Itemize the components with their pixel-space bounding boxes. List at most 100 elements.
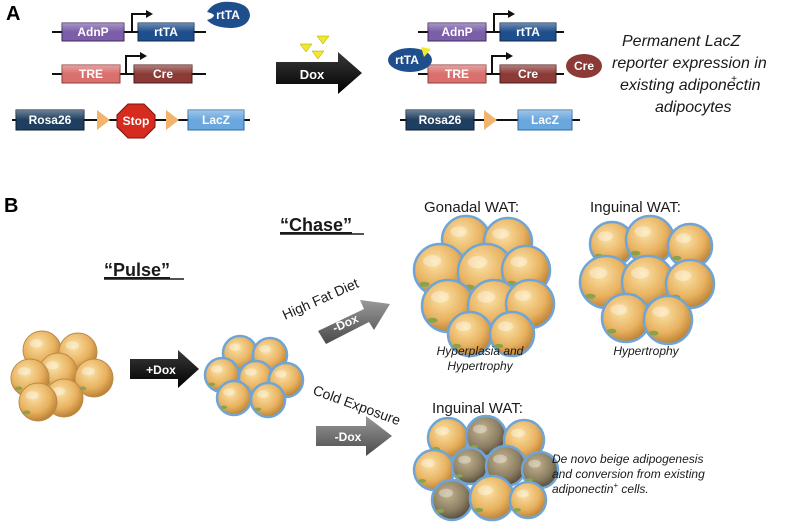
- loxp-triangle-icon: [166, 110, 179, 130]
- beige-caption-line-3b: cells.: [618, 482, 649, 496]
- cell-nucleus: [585, 293, 596, 299]
- adipocyte-cell: [600, 292, 652, 344]
- cell-highlight: [497, 321, 514, 332]
- lacz-label: LacZ: [202, 113, 230, 127]
- chase-heading: “Chase”: [280, 215, 352, 235]
- cre-protein-label: Cre: [574, 59, 594, 73]
- adnp-label: AdnP: [77, 25, 108, 39]
- tre-label: TRE: [79, 67, 103, 81]
- cell-highlight: [17, 367, 31, 376]
- beige-caption: De novo beige adipogenesis and conversio…: [552, 452, 705, 496]
- adipocyte-cell: [18, 382, 58, 422]
- cell-highlight: [597, 231, 614, 242]
- result-line-2: reporter expression in: [612, 55, 767, 72]
- cell-highlight: [675, 233, 692, 244]
- inguinal-wat-title-hfd: Inguinal WAT:: [590, 199, 681, 216]
- gonadal-caption-line-2: Hypertrophy: [447, 359, 513, 373]
- cell-nucleus: [22, 410, 31, 415]
- construct-adnp-rtta-after: AdnP rtTA: [418, 10, 564, 42]
- cell-nucleus: [452, 343, 462, 349]
- construct-tre-cre-after: TRE Cre: [418, 52, 564, 84]
- cell-highlight: [674, 270, 692, 281]
- dox-arrow: Dox: [276, 52, 362, 94]
- result-line-3: existing adiponectin: [620, 77, 761, 94]
- panel-a-letter: A: [6, 3, 20, 25]
- rtta-label: rtTA: [154, 25, 178, 39]
- cell-highlight: [274, 370, 287, 378]
- cell-highlight: [455, 321, 472, 332]
- beige-caption-line-3: adiponectin+ cells.: [552, 481, 649, 496]
- cold-exposure-arrow: -Dox: [316, 416, 392, 456]
- cell-nucleus: [455, 474, 463, 478]
- cell-nucleus: [606, 328, 617, 334]
- cell-nucleus: [648, 330, 659, 336]
- cell-highlight: [477, 485, 494, 496]
- result-line-1: Permanent LacZ: [622, 33, 742, 50]
- rtta-protein-before: rtTA: [207, 1, 250, 28]
- panel-a-result-text: Permanent LacZ reporter expression in ex…: [612, 33, 767, 116]
- cell-highlight: [258, 345, 271, 353]
- cell-highlight: [423, 255, 442, 267]
- cell-highlight: [65, 341, 79, 350]
- cell-nucleus: [419, 281, 430, 287]
- stop-octagon-icon: [116, 103, 156, 139]
- gonadal-wat-cluster: [412, 214, 556, 358]
- construct-rosa26-stop-lacz-before: Rosa26 Stop LacZ: [12, 103, 250, 139]
- cell-nucleus: [208, 382, 216, 387]
- cell-nucleus: [630, 250, 641, 256]
- cell-nucleus: [254, 407, 262, 412]
- cre-label-after: Cre: [518, 67, 538, 81]
- construct-adnp-rtta-before: AdnP rtTA: [52, 10, 206, 42]
- inguinal-wat-cluster-hfd: [578, 214, 716, 346]
- rosa26-label-after: Rosa26: [419, 113, 462, 127]
- cell-highlight: [222, 388, 235, 396]
- adipocyte-cell: [468, 474, 516, 522]
- panel-b-letter: B: [4, 195, 18, 217]
- adipocyte-cluster-initial: [10, 330, 114, 422]
- rosa26-label: Rosa26: [29, 113, 72, 127]
- cell-highlight: [477, 291, 496, 303]
- gonadal-caption-line-1: Hyperplasia and: [437, 344, 524, 358]
- tre-label-after: TRE: [445, 67, 469, 81]
- adipocyte-cluster-labeled: [203, 334, 305, 419]
- cell-highlight: [589, 267, 608, 279]
- gonadal-wat-title: Gonadal WAT:: [424, 199, 519, 216]
- cell-nucleus: [220, 405, 228, 410]
- loxp-triangle-icon: [484, 110, 497, 130]
- beige-caption-line-1: De novo beige adipogenesis: [552, 452, 703, 466]
- cell-highlight: [81, 367, 95, 376]
- beige-caption-line-2: and conversion from existing: [552, 467, 705, 481]
- dox-arrow-label: Dox: [300, 67, 325, 82]
- cell-highlight: [652, 306, 670, 317]
- dox-molecule-icon: [421, 47, 431, 57]
- beige-adipocyte: [430, 478, 474, 522]
- cell-highlight: [610, 304, 628, 315]
- cell-highlight: [210, 365, 223, 373]
- cell-highlight: [435, 426, 449, 436]
- cell-nucleus: [418, 479, 426, 483]
- construct-tre-cre-before: TRE Cre: [52, 52, 206, 84]
- cell-highlight: [492, 228, 510, 239]
- adipocyte-cell: [508, 480, 548, 520]
- cell-highlight: [528, 459, 541, 468]
- cre-label: Cre: [153, 67, 173, 81]
- cell-highlight: [473, 424, 487, 434]
- cell-nucleus: [672, 255, 682, 261]
- cell-highlight: [431, 291, 450, 303]
- cell-highlight: [450, 226, 468, 237]
- cold-label: Cold Exposure: [311, 382, 403, 429]
- cell-highlight: [421, 458, 435, 468]
- cell-highlight: [514, 290, 532, 301]
- cell-nucleus: [14, 386, 23, 391]
- cell-highlight: [467, 256, 488, 269]
- promoter-arrow-icon: [125, 55, 140, 74]
- adnp-label-after: AdnP: [441, 25, 472, 39]
- cell-nucleus: [494, 343, 504, 349]
- dox-molecules-icon: [299, 35, 330, 60]
- adipocyte-cell: [215, 379, 253, 417]
- result-superscript: +: [731, 74, 737, 85]
- cell-highlight: [493, 454, 507, 464]
- promoter-arrow-icon: [491, 55, 506, 74]
- rtta-bound-protein: rtTA: [388, 47, 432, 72]
